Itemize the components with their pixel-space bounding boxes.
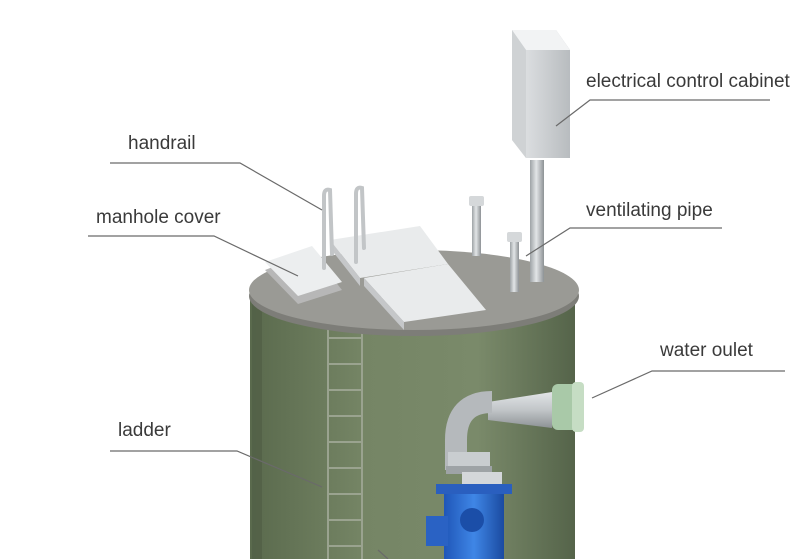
label-handrail: handrail (128, 133, 196, 154)
ladder (327, 318, 363, 559)
label-electrical-control-cabinet: electrical control cabinet (586, 71, 790, 92)
vent-pipes (469, 196, 522, 292)
pump-leader (377, 549, 389, 559)
water-outlet-leader (591, 370, 785, 399)
manhole-cover-leader (88, 235, 299, 277)
label-ladder: ladder (118, 420, 171, 441)
cabinet-leader (555, 99, 770, 127)
ventilating-pipe-leader (525, 227, 722, 257)
manhole-cover-shape (265, 246, 342, 304)
ladder-leader (110, 450, 323, 488)
label-ventilating-pipe: ventilating pipe (586, 200, 713, 221)
handrail-shape (322, 185, 366, 270)
label-manhole-cover: manhole cover (96, 207, 221, 228)
pump (426, 484, 512, 559)
access-hatches (330, 226, 486, 330)
handrail-leader (110, 162, 323, 211)
outlet-pipe (445, 382, 584, 486)
label-water-outlet: water oulet (660, 340, 753, 361)
